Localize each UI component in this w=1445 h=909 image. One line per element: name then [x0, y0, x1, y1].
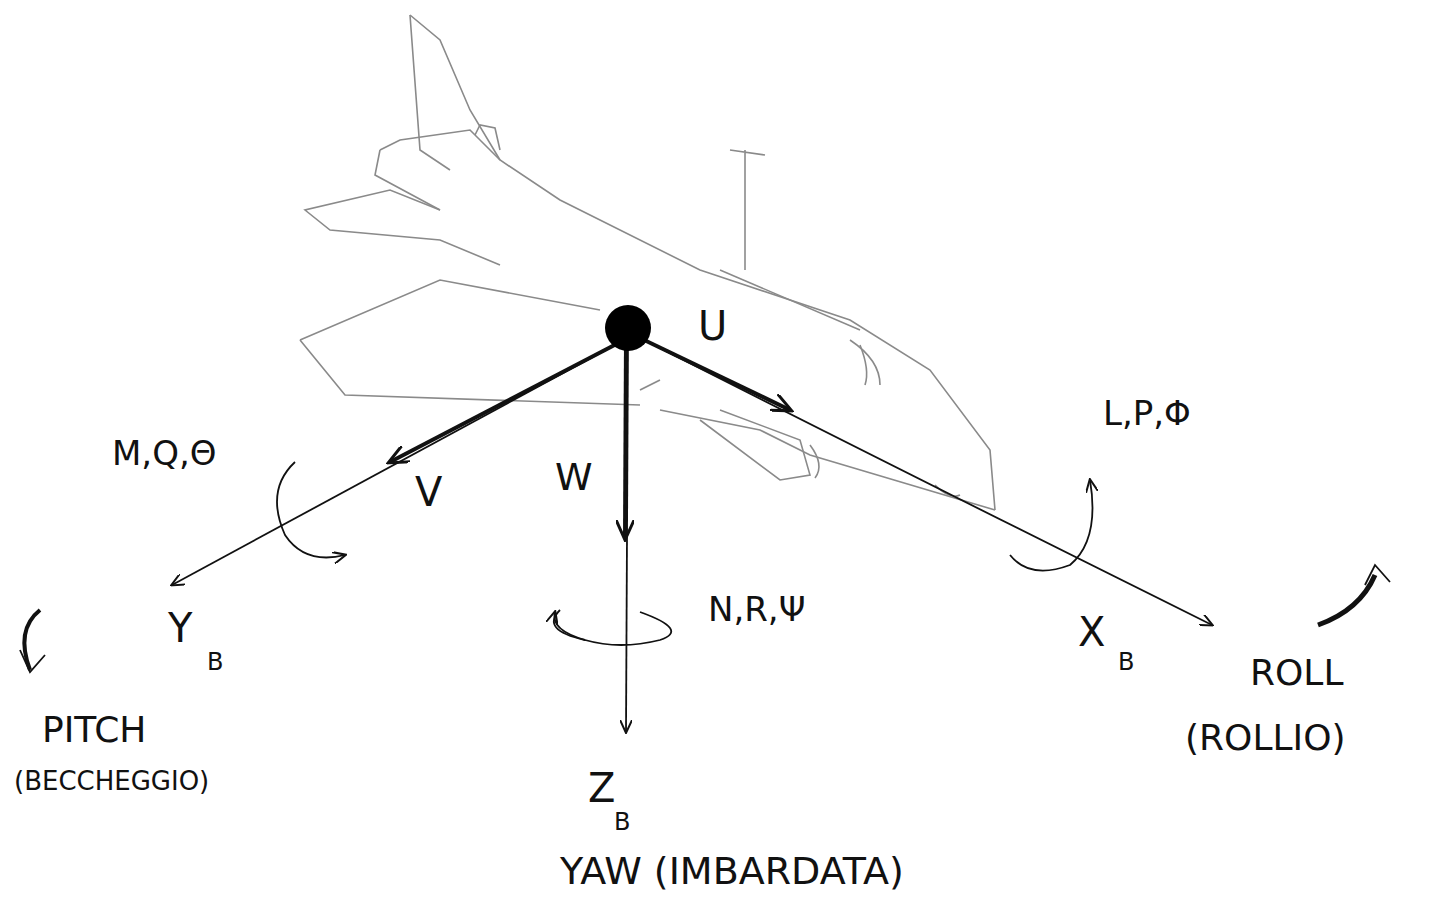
axis-subscript: B	[614, 810, 630, 834]
axis-name: Z	[588, 768, 615, 808]
motion-name: YAW (IMBARDATA)	[560, 852, 904, 890]
velocity-component: V	[415, 472, 442, 512]
velocity-component: U	[698, 306, 727, 346]
axis-subscript: B	[207, 650, 223, 674]
motion-name: ROLL	[1250, 655, 1343, 691]
axis-name: Y	[168, 608, 192, 648]
pitch-symbols: M,Q,Θ	[112, 436, 216, 470]
yaw-symbols: N,R,Ψ	[708, 592, 805, 626]
rotation-arrows	[20, 462, 1390, 672]
motion-name-italian: (BECCHEGGIO)	[14, 768, 209, 794]
velocity-component: W	[555, 458, 593, 496]
roll-symbols: L,P,Φ	[1103, 396, 1191, 430]
body-axes	[172, 338, 1212, 732]
motion-name-italian: (ROLLIO)	[1185, 720, 1346, 756]
aircraft-outline	[300, 15, 995, 510]
motion-name: PITCH	[42, 712, 146, 748]
axis-subscript: B	[1118, 650, 1134, 674]
axis-name: X	[1078, 612, 1105, 652]
center-of-gravity	[605, 305, 651, 351]
